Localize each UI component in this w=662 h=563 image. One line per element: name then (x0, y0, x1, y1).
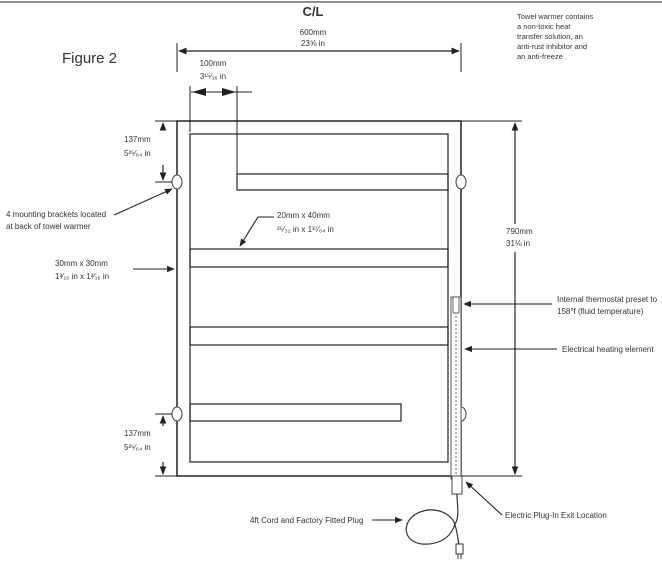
bar-size-line-1: 20mm x 40mm (277, 211, 330, 220)
bottom-gap-mm-label: 137mm (124, 429, 151, 438)
fluid-note-line-5: an anti-freeze (517, 52, 563, 61)
frame-size-callout: 30mm x 30mm 1³⁄₁₆ in x 1³⁄₁₆ in (55, 259, 175, 281)
height-dimension: 790mm 31⅛ in (461, 120, 533, 477)
cord-label: 4ft Cord and Factory Fitted Plug (250, 516, 363, 525)
centerline-label: C/L (303, 4, 324, 19)
heating-element (450, 296, 463, 495)
plug-exit-callout: Electric Plug-In Exit Location (465, 481, 607, 520)
top-gap-in-label: 5²⁵⁄₆₄ in (124, 149, 151, 158)
bracket-bottom-left (171, 406, 183, 422)
offset-mm-label: 100mm (200, 59, 227, 68)
fluid-note-line-3: transfer solution, an (517, 32, 583, 41)
height-mm-label: 790mm (506, 227, 533, 236)
width-mm-label: 600mm (300, 28, 327, 37)
height-in-label: 31⅛ in (506, 239, 530, 248)
bottom-gap-dimension: 137mm 5²⁵⁄₆₄ in (124, 413, 177, 477)
thermostat-callout: Internal thermostat preset to 158°f (flu… (463, 295, 658, 316)
fluid-note-line-4: anti-rust inhibitor and (517, 42, 587, 51)
bar-upper-middle (189, 248, 449, 268)
figure-label: Figure 2 (62, 50, 117, 67)
thermostat (452, 296, 460, 314)
brackets-callout: 4 mounting brackets located at back of t… (6, 188, 173, 231)
fluid-note: Towel warmer contains a non-toxic heat t… (517, 12, 594, 61)
fluid-note-line-2: a non-toxic heat (517, 22, 571, 31)
bracket-top-left (171, 174, 183, 190)
inner-frame (189, 133, 449, 463)
bottom-gap-in-label: 5²⁵⁄₆₄ in (124, 443, 151, 452)
brackets-label-line-2: at back of towel warmer (6, 222, 91, 231)
bar-size-callout: 20mm x 40mm ²⁵⁄₃₂ in x 1³⁷⁄₆₄ in (239, 211, 334, 247)
thermostat-line-2: 158°f (fluid temperature) (557, 307, 644, 316)
bar-size-line-2: ²⁵⁄₃₂ in x 1³⁷⁄₆₄ in (277, 225, 334, 234)
offset-in-label: 3¹⁵⁄₁₆ in (200, 72, 226, 81)
width-dimension: 600mm 23⅝ in (176, 28, 462, 72)
bracket-top-right (455, 174, 467, 190)
width-in-label: 23⅝ in (301, 39, 325, 48)
heating-element-callout: Electrical heating element (464, 345, 654, 354)
frame-size-line-1: 30mm x 30mm (55, 259, 108, 268)
bar-bottom (189, 403, 402, 422)
cord-callout: 4ft Cord and Factory Fitted Plug (250, 516, 403, 525)
top-gap-mm-label: 137mm (124, 135, 151, 144)
power-cord (405, 493, 464, 559)
plug-exit-label: Electric Plug-In Exit Location (505, 511, 607, 520)
thermostat-line-1: Internal thermostat preset to (557, 295, 658, 304)
plug-exit-housing (451, 475, 463, 495)
top-gap-dimension: 137mm 5²⁵⁄₆₄ in (124, 120, 177, 183)
plug-icon (455, 543, 464, 555)
brackets-label-line-1: 4 mounting brackets located (6, 210, 106, 219)
fluid-note-line-1: Towel warmer contains (517, 12, 594, 21)
frame-size-line-2: 1³⁄₁₆ in x 1³⁄₁₆ in (55, 272, 109, 281)
bar-lower-middle (189, 326, 449, 346)
heating-element-label: Electrical heating element (562, 345, 654, 354)
bar-top (236, 173, 449, 191)
offset-dimension: 100mm 3¹⁵⁄₁₆ in (189, 59, 252, 174)
